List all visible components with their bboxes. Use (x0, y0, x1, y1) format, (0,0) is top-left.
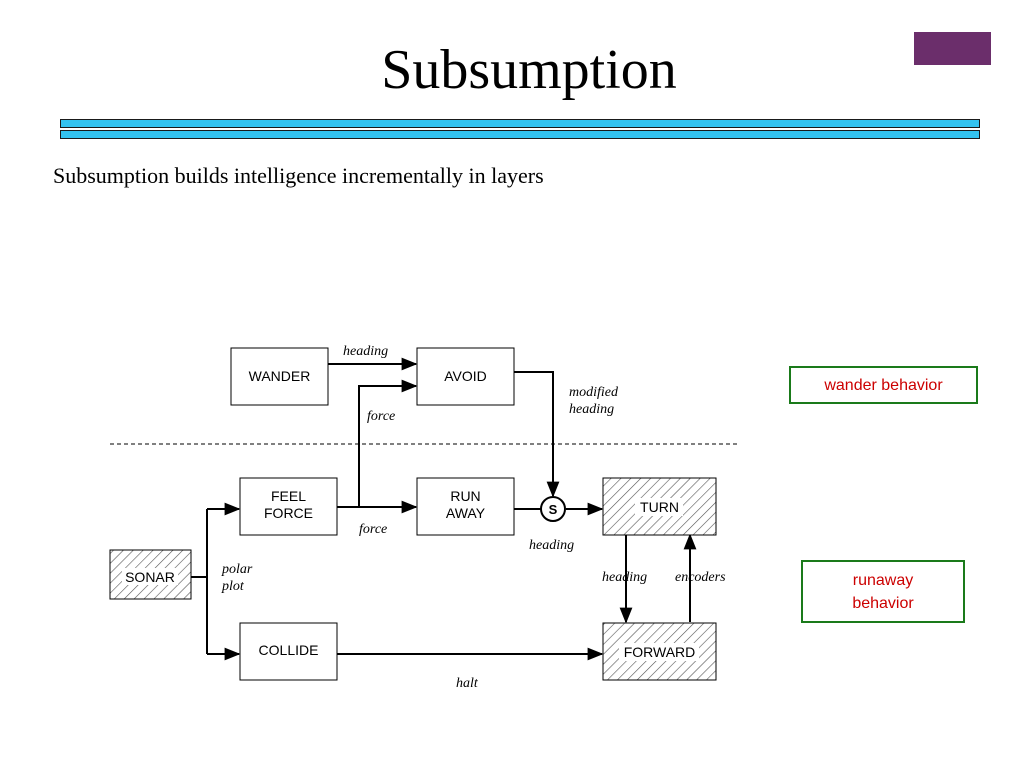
suppressor-label: S (549, 502, 558, 517)
module-collide-label: COLLIDE (259, 642, 319, 658)
module-forward-label: FORWARD (624, 644, 696, 660)
module-forward: FORWARD (602, 622, 717, 681)
module-avoid-label: AVOID (444, 368, 487, 384)
module-feel-force-label-2: FORCE (264, 505, 313, 521)
slide-title: Subsumption (381, 39, 677, 101)
edge-label-heading-down: heading (602, 570, 647, 585)
edge-label-modified: modified (569, 385, 619, 400)
legend-runaway-behavior: runaway behavior (801, 560, 965, 623)
edge-label-heading-s: heading (529, 538, 574, 553)
edge-label-plot: plot (221, 579, 245, 594)
legend-wander-label: wander behavior (824, 376, 943, 394)
corner-accent-tab (914, 32, 991, 65)
module-run-away-label-1: RUN (450, 488, 480, 504)
module-avoid: AVOID (416, 347, 515, 406)
module-feel-force: FEEL FORCE (239, 477, 338, 536)
legend-runaway-label-1: runaway (852, 571, 914, 589)
edge-label-heading-top: heading (343, 344, 388, 359)
title-rule-bottom (60, 130, 980, 139)
suppressor-node: S (540, 496, 566, 522)
module-run-away: RUN AWAY (416, 477, 515, 536)
edge-label-polar: polar (221, 562, 253, 577)
module-turn: TURN (602, 477, 717, 536)
module-sonar: SONAR (109, 549, 192, 600)
title-rule-top (60, 119, 980, 128)
module-run-away-label-2: AWAY (446, 505, 486, 521)
edge-label-force-lower: force (359, 522, 387, 537)
slide-subtitle: Subsumption builds intelligence incremen… (53, 163, 544, 188)
avoid-to-suppressor-arrow (514, 371, 560, 498)
legend-wander-behavior: wander behavior (789, 366, 978, 404)
edge-label-modified-heading: heading (569, 402, 614, 417)
module-wander-label: WANDER (249, 368, 311, 384)
edge-label-halt: halt (456, 676, 479, 691)
module-sonar-label: SONAR (125, 569, 175, 585)
module-feel-force-label-1: FEEL (271, 488, 306, 504)
force-to-avoid-arrow (358, 379, 418, 507)
module-turn-label: TURN (640, 499, 679, 515)
edge-label-encoders: encoders (675, 570, 726, 585)
module-collide: COLLIDE (239, 622, 338, 681)
module-wander: WANDER (230, 347, 329, 406)
edge-label-force-upper: force (367, 409, 395, 424)
legend-runaway-label-2: behavior (852, 594, 914, 612)
